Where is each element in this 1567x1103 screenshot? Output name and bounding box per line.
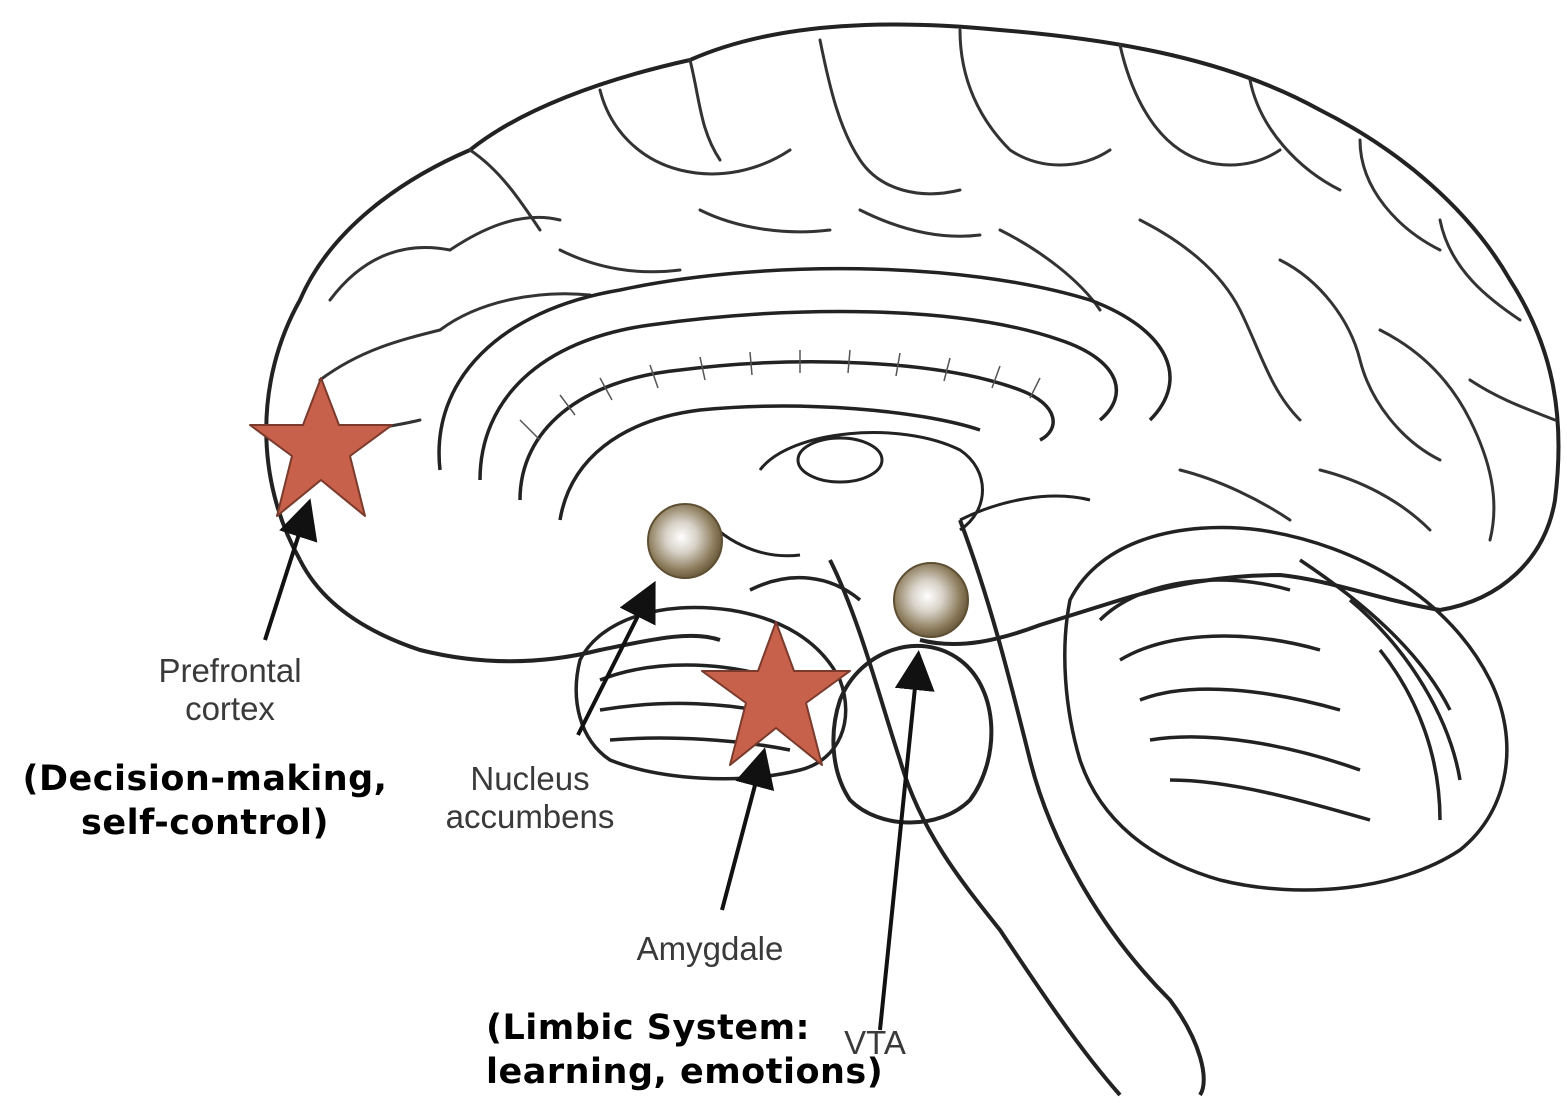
corpus-callosum bbox=[439, 269, 1170, 520]
gyri-folds bbox=[300, 30, 1555, 540]
limbic-note-line-2: learning, emotions) bbox=[470, 1050, 930, 1094]
prefrontal-line-1: Prefrontal bbox=[110, 652, 350, 690]
amygdale-label: Amygdale bbox=[590, 930, 830, 968]
prefrontal-arrow bbox=[265, 506, 308, 640]
cerebellum bbox=[1065, 528, 1507, 890]
nucleus-line-2: accumbens bbox=[420, 798, 640, 836]
limbic-system-note: (Limbic System: learning, emotions) bbox=[470, 1006, 930, 1094]
limbic-note-line-1: (Limbic System: bbox=[470, 1006, 930, 1050]
prefrontal-star-icon bbox=[250, 378, 392, 516]
nucleus-accumbens-sphere bbox=[648, 504, 722, 578]
cerebrum-outline bbox=[266, 24, 1558, 661]
prefrontal-note-line-2: self-control) bbox=[0, 801, 410, 845]
prefrontal-note-line-1: (Decision-making, bbox=[0, 757, 410, 801]
sphere-markers bbox=[648, 504, 968, 637]
nucleus-accumbens-label: Nucleus accumbens bbox=[420, 760, 640, 836]
vta-sphere bbox=[894, 563, 968, 637]
thalamus-region bbox=[700, 433, 1090, 556]
amygdale-star-icon bbox=[702, 622, 850, 765]
prefrontal-function-note: (Decision-making, self-control) bbox=[0, 757, 410, 845]
nucleus-line-1: Nucleus bbox=[420, 760, 640, 798]
prefrontal-line-2: cortex bbox=[110, 690, 350, 728]
amygdale-text: Amygdale bbox=[590, 930, 830, 968]
prefrontal-cortex-label: Prefrontal cortex bbox=[110, 652, 350, 728]
nucleus-arrow bbox=[578, 588, 652, 735]
